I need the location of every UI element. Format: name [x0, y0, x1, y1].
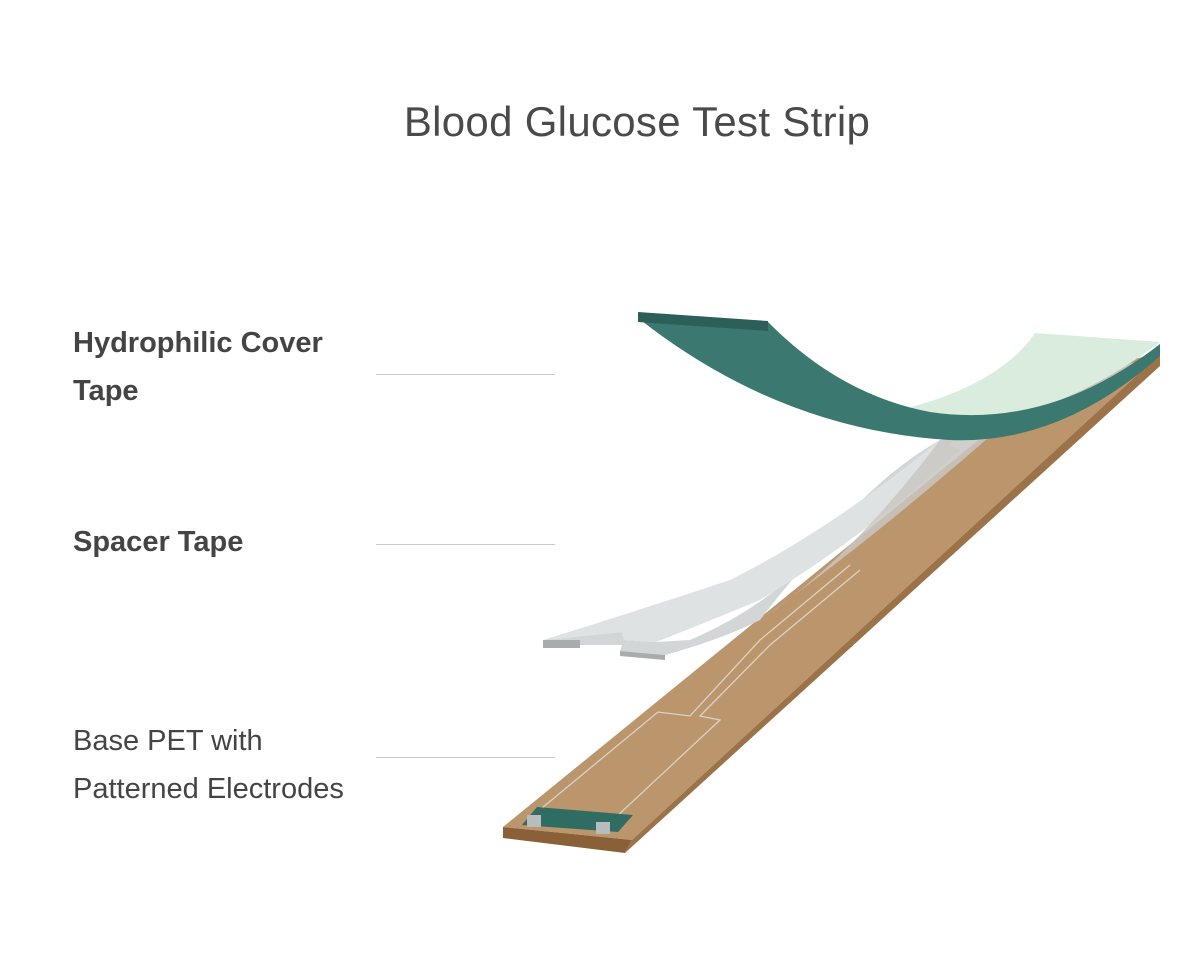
base-pet-layer: [503, 354, 1160, 853]
hydrophilic-cover-layer: [638, 312, 1160, 441]
electrode-traces: [524, 564, 861, 833]
diagram-title: Blood Glucose Test Strip: [403, 98, 871, 145]
label-spacer-tape: Spacer Tape: [73, 526, 244, 558]
leader-line-spacer: [376, 544, 555, 545]
spacer-tape-layer: [543, 360, 1155, 660]
label-cover-tape: Hydrophilic Cover Tape: [73, 327, 323, 407]
label-base-pet: Base PET with Patterned Electrodes: [73, 725, 344, 805]
leader-line-base: [376, 757, 555, 758]
leader-line-cover: [376, 374, 555, 375]
